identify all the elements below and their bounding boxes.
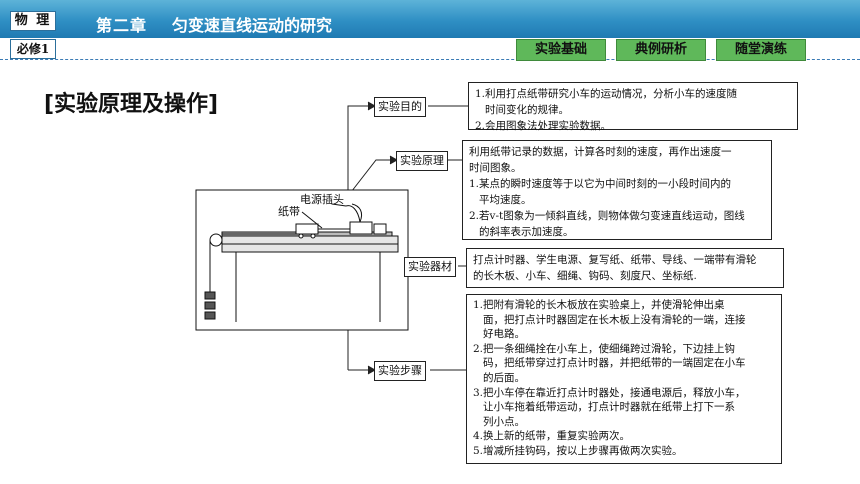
principle-line: 2.若v-t图象为一倾斜直线，则物体做匀变速直线运动，图线 bbox=[469, 210, 745, 222]
steps-line: 1.把附有滑轮的长木板放在实验桌上，并使滑轮伸出桌 bbox=[473, 299, 725, 311]
steps-line: 4.换上新的纸带，重复实验两次。 bbox=[473, 430, 631, 443]
chapter-label: 第二章 bbox=[96, 16, 148, 35]
node-label-steps: 实验步骤 bbox=[374, 361, 426, 381]
module-label: 必修1 bbox=[10, 39, 56, 59]
steps-line: 好电路。 bbox=[483, 328, 525, 341]
header-bar bbox=[0, 0, 860, 38]
steps-line: 3.把小车停在靠近打点计时器处，接通电源后，释放小车， bbox=[473, 386, 746, 399]
purpose-box: 1.利用打点纸带研究小车的运动情况，分析小车的速度随 时间变化的规律。 2.会用… bbox=[468, 82, 798, 132]
steps-line: 列小点。 bbox=[483, 415, 525, 428]
section-heading: [实验原理及操作] bbox=[44, 92, 219, 117]
header-divider bbox=[0, 59, 860, 60]
node-label-principle: 实验原理 bbox=[396, 151, 448, 171]
purpose-line: 时间变化的规律。 bbox=[485, 104, 569, 116]
equipment-line: 打点计时器、学生电源、复写纸、纸带、导线、一端带有滑轮 bbox=[473, 254, 757, 266]
steps-line: 面，把打点计时器固定在长木板上没有滑轮的一端，连接 bbox=[483, 313, 746, 326]
principle-line: 1.某点的瞬时速度等于以它为中间时刻的一小段时间内的 bbox=[469, 178, 732, 190]
steps-line: 2.把一条细绳拴在小车上，使细绳跨过滑轮，下边挂上钩 bbox=[473, 342, 736, 355]
node-label-purpose: 实验目的 bbox=[374, 97, 426, 117]
tab-example-analysis[interactable]: 典例研析 bbox=[616, 39, 706, 61]
purpose-line: 1.利用打点纸带研究小车的运动情况，分析小车的速度随 bbox=[475, 88, 738, 100]
steps-box: 1.把附有滑轮的长木板放在实验桌上，并使滑轮伸出桌 面，把打点计时器固定在长木板… bbox=[466, 294, 782, 464]
tab-practice[interactable]: 随堂演练 bbox=[716, 39, 806, 61]
equipment-box: 打点计时器、学生电源、复写纸、纸带、导线、一端带有滑轮 的长木板、小车、细绳、钩… bbox=[466, 248, 784, 288]
purpose-line: 2.会用图象法处理实验数据。 bbox=[475, 120, 612, 132]
principle-box: 利用纸带记录的数据，计算各时刻的速度，再作出速度一 时间图象。 1.某点的瞬时速… bbox=[462, 140, 772, 240]
equipment-line: 的长木板、小车、细绳、钩码、刻度尺、坐标纸. bbox=[473, 270, 697, 282]
node-label-equipment: 实验器材 bbox=[404, 257, 456, 277]
chapter-title: 匀变速直线运动的研究 bbox=[172, 16, 333, 35]
principle-line: 的斜率表示加速度。 bbox=[479, 226, 574, 238]
steps-line: 让小车拖着纸带运动，打点计时器就在纸带上打下一系 bbox=[483, 401, 735, 414]
subject-label: 物 理 bbox=[10, 11, 56, 31]
principle-line: 平均速度。 bbox=[479, 194, 532, 206]
steps-line: 的后面。 bbox=[483, 371, 525, 384]
principle-line: 时间图象。 bbox=[469, 162, 522, 174]
steps-line: 码，把纸带穿过打点计时器，并把纸带的一端固定在小车 bbox=[483, 357, 746, 370]
tape-label: 纸带 bbox=[278, 205, 300, 218]
principle-line: 利用纸带记录的数据，计算各时刻的速度，再作出速度一 bbox=[469, 146, 732, 158]
tab-experiment-basics[interactable]: 实验基础 bbox=[516, 39, 606, 61]
steps-line: 5.增减所挂钩码，按以上步骤再做两次实验。 bbox=[473, 444, 683, 457]
plug-label: 电源插头 bbox=[300, 192, 344, 206]
apparatus-illustration bbox=[195, 189, 409, 331]
